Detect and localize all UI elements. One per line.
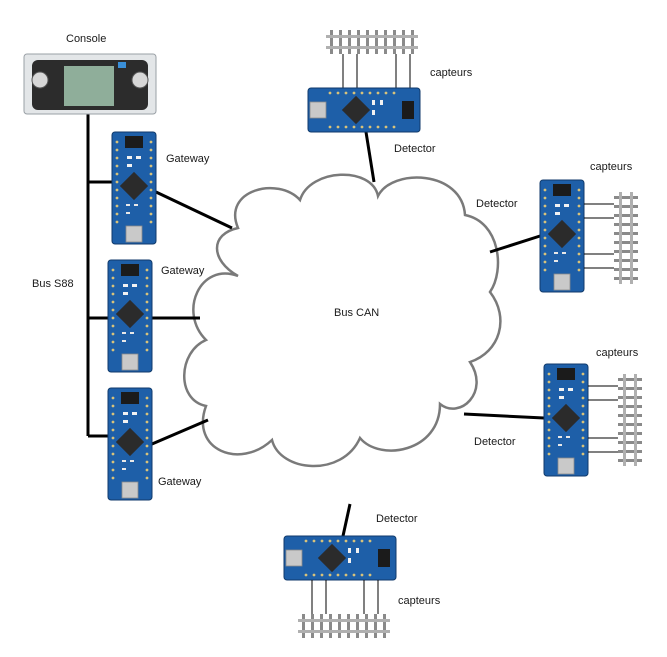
console-device: Console — [23, 33, 157, 115]
can-link-detector-right-2 — [463, 412, 545, 420]
capteurs-label: capteurs — [398, 595, 441, 607]
arduino-nano-board-icon — [283, 535, 397, 581]
gateway-1: Gateway — [111, 131, 210, 245]
rail-track-icon — [614, 192, 638, 284]
capteurs-label: capteurs — [596, 347, 639, 359]
arduino-nano-board-icon — [539, 179, 585, 293]
arduino-nano-board-icon — [107, 387, 153, 501]
arduino-nano-board-icon — [307, 87, 421, 133]
detector-label: Detector — [394, 143, 436, 155]
gateway-3: Gateway — [107, 387, 202, 501]
sensor-wires — [584, 203, 614, 269]
sensor-wires — [342, 54, 411, 88]
bus-can-cloud: Bus CAN — [183, 173, 502, 468]
capteurs-label: capteurs — [430, 67, 473, 79]
detector-right-1: capteurs Detector — [476, 161, 638, 293]
rail-track-icon — [618, 374, 642, 466]
bus-s88-label: Bus S88 — [32, 278, 74, 290]
sensor-wires — [588, 385, 618, 453]
arduino-nano-board-icon — [107, 259, 153, 373]
capteurs-label: capteurs — [590, 161, 633, 173]
can-link-detector-right-1 — [489, 234, 541, 254]
arduino-nano-board-icon — [543, 363, 589, 477]
rail-track-icon — [298, 614, 390, 638]
rail-track-icon — [326, 30, 418, 54]
detector-label: Detector — [376, 513, 418, 525]
sensor-wires — [311, 580, 379, 614]
can-link-gateway-1 — [155, 190, 233, 230]
gateway-label: Gateway — [158, 476, 202, 488]
can-link-detector-top — [364, 131, 376, 183]
can-link-gateway-3 — [151, 418, 209, 446]
wires — [86, 112, 545, 537]
detector-bottom: Detector capteurs — [283, 513, 441, 638]
detector-label: Detector — [476, 198, 518, 210]
gateway-2: Gateway — [107, 259, 205, 373]
gateway-label: Gateway — [161, 265, 205, 277]
detector-top: capteurs Detector — [307, 30, 473, 155]
gateway-label: Gateway — [166, 153, 210, 165]
console-label: Console — [66, 33, 106, 45]
can-link-detector-bottom — [341, 503, 352, 537]
console-device-icon — [23, 53, 157, 115]
bus-can-label: Bus CAN — [334, 307, 379, 319]
detector-right-2: capteurs Detector — [474, 347, 642, 477]
detector-label: Detector — [474, 436, 516, 448]
arduino-nano-board-icon — [111, 131, 157, 245]
